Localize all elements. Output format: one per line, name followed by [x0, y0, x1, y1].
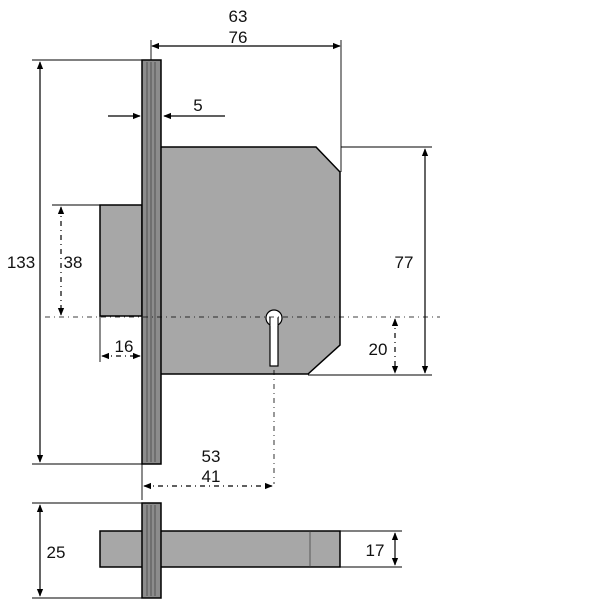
dim-133-label: 133	[7, 253, 35, 272]
dim-25-label: 25	[47, 543, 66, 562]
faceplate	[141, 59, 162, 465]
bolt	[99, 204, 143, 317]
dim-41-label: 41	[202, 467, 221, 486]
side-case	[99, 530, 341, 568]
dim-63-label: 63	[229, 7, 248, 26]
dim-53-label: 53	[202, 447, 221, 466]
side-faceplate	[141, 502, 162, 599]
dim-77-label: 77	[395, 253, 414, 272]
dim-20-label: 20	[369, 340, 388, 359]
keyhole-icon	[265, 309, 283, 367]
dim-17-label: 17	[366, 541, 385, 560]
dim-76-label: 76	[229, 28, 248, 47]
dim-38-label: 38	[64, 253, 83, 272]
lock-case	[159, 146, 341, 375]
dim-5-label: 5	[193, 96, 202, 115]
dim-16-label: 16	[115, 337, 134, 356]
